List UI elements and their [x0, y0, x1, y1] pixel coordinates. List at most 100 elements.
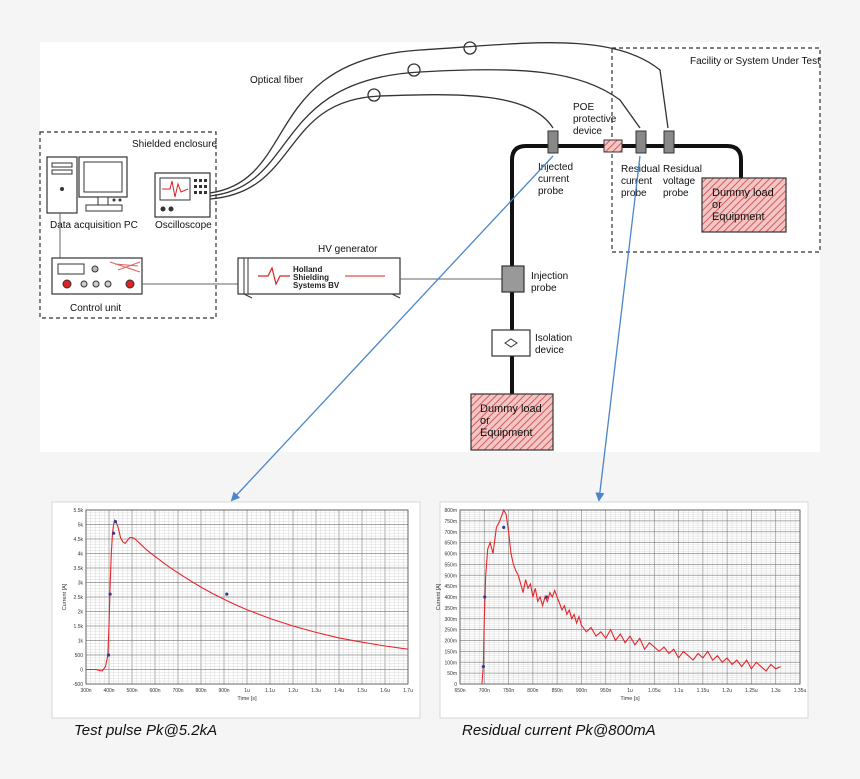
x-tick-label: 1.7u — [403, 688, 413, 694]
data-marker — [113, 520, 118, 524]
residual-voltage-label-2: voltage — [663, 176, 696, 187]
logo-line-2: Shielding — [293, 273, 329, 282]
main-cable — [510, 144, 743, 394]
y-tick-label: 400m — [444, 595, 457, 601]
injection-probe-icon — [501, 265, 525, 293]
isolation-device-icon — [491, 329, 531, 357]
poe-device-icon — [603, 139, 623, 153]
y-tick-label: 700m — [444, 530, 457, 536]
x-tick-label: 800n — [195, 688, 206, 694]
injected-current-label-2: current — [538, 174, 569, 185]
x-tick-label: 1.1u — [674, 688, 684, 694]
x-axis-label: Time [s] — [620, 696, 640, 702]
residual-current-label-3: probe — [621, 188, 647, 199]
residual-voltage-probe-icon — [663, 130, 675, 154]
diagram-panel — [40, 42, 820, 452]
y-tick-label: 200m — [444, 639, 457, 645]
plot-area — [459, 509, 801, 685]
dummy-top-label-3: Equipment — [712, 211, 765, 223]
injection-probe-label-2: probe — [531, 283, 557, 294]
y-tick-label: 500 — [75, 653, 84, 659]
dummy-bottom-label-2: or — [480, 415, 490, 427]
y-tick-label: 800m — [444, 508, 457, 514]
x-tick-label: 1.3u — [311, 688, 321, 694]
x-tick-label: 1.2u — [722, 688, 732, 694]
residual-current-probe-icon — [635, 130, 647, 154]
y-tick-label: -500 — [73, 682, 83, 688]
dummy-load-top — [701, 177, 787, 233]
y-axis-label: Current [A] — [62, 583, 68, 610]
logo-line-3: Systems BV — [293, 281, 340, 290]
y-tick-label: 3k — [78, 581, 84, 587]
x-axis-label: Time [s] — [237, 696, 257, 702]
chart-frame — [51, 501, 421, 719]
x-tick-label: 1.5u — [357, 688, 367, 694]
residual-voltage-label-1: Residual — [663, 164, 702, 175]
x-tick-label: 400n — [103, 688, 114, 694]
injected-current-label-3: probe — [538, 186, 564, 197]
optical-fiber-label: Optical fiber — [250, 75, 304, 86]
x-tick-label: 1u — [244, 688, 250, 694]
x-tick-label: 700n — [172, 688, 183, 694]
x-tick-label: 1.1u — [265, 688, 275, 694]
plot-area — [85, 509, 409, 685]
y-tick-label: 150m — [444, 649, 457, 655]
oscilloscope-label: Oscilloscope — [155, 220, 212, 231]
y-tick-label: 350m — [444, 606, 457, 612]
y-tick-label: 3.5k — [74, 566, 84, 572]
x-tick-label: 850n — [552, 688, 563, 694]
x-tick-label: 1.6u — [380, 688, 390, 694]
logo-line-1: Holland — [293, 265, 322, 274]
isolation-label-1: Isolation — [535, 333, 572, 344]
x-tick-label: 1.25u — [745, 688, 758, 694]
x-tick-label: 900n — [576, 688, 587, 694]
control-unit-icon — [51, 257, 143, 295]
dummy-load-bottom — [470, 393, 554, 451]
facility-label: Facility or System Under Test — [690, 56, 820, 67]
x-tick-label: 1.2u — [288, 688, 298, 694]
y-tick-label: 550m — [444, 562, 457, 568]
hv-generator-icon — [237, 257, 401, 299]
x-tick-label: 750n — [503, 688, 514, 694]
x-tick-label: 1.15u — [697, 688, 710, 694]
shielded-enclosure-label: Shielded enclosure — [132, 139, 217, 150]
injection-probe-label-1: Injection — [531, 271, 568, 282]
poe-label-3: device — [573, 126, 602, 137]
right-chart-caption: Residual current Pk@800mA — [462, 722, 656, 739]
data-marker — [112, 531, 116, 535]
x-tick-label: 300n — [80, 688, 91, 694]
x-tick-label: 700n — [479, 688, 490, 694]
x-tick-label: 1.4u — [334, 688, 344, 694]
x-tick-label: 1.35u — [794, 688, 807, 694]
x-tick-label: 900n — [218, 688, 229, 694]
y-tick-label: 50m — [447, 671, 457, 677]
left-chart-caption: Test pulse Pk@5.2kA — [74, 722, 218, 739]
control-unit-label: Control unit — [70, 303, 121, 314]
data-marker — [106, 653, 111, 657]
poe-label-2: protective — [573, 114, 617, 125]
residual-current-label-1: Residual — [621, 164, 660, 175]
x-tick-label: 500n — [126, 688, 137, 694]
isolation-label-2: device — [535, 345, 564, 356]
y-tick-label: 600m — [444, 552, 457, 558]
y-tick-label: 300m — [444, 617, 457, 623]
x-tick-label: 1.05u — [648, 688, 661, 694]
y-tick-label: 0 — [454, 682, 457, 688]
y-tick-label: 5.5k — [74, 508, 84, 514]
y-tick-label: 100m — [444, 660, 457, 666]
data-marker — [502, 525, 506, 530]
dummy-bottom-label-1: Dummy load — [480, 403, 542, 415]
y-tick-label: 2k — [78, 610, 84, 616]
pc-label: Data acquisition PC — [50, 220, 138, 231]
optical-fibers — [209, 41, 669, 200]
y-tick-label: 4k — [78, 552, 84, 558]
series-line — [481, 508, 781, 685]
data-marker — [481, 665, 485, 669]
y-tick-label: 0 — [80, 668, 83, 674]
y-tick-label: 450m — [444, 584, 457, 590]
injected-current-probe-icon — [547, 130, 559, 154]
x-tick-label: 950n — [600, 688, 611, 694]
arrow-to-left-chart — [230, 155, 554, 502]
